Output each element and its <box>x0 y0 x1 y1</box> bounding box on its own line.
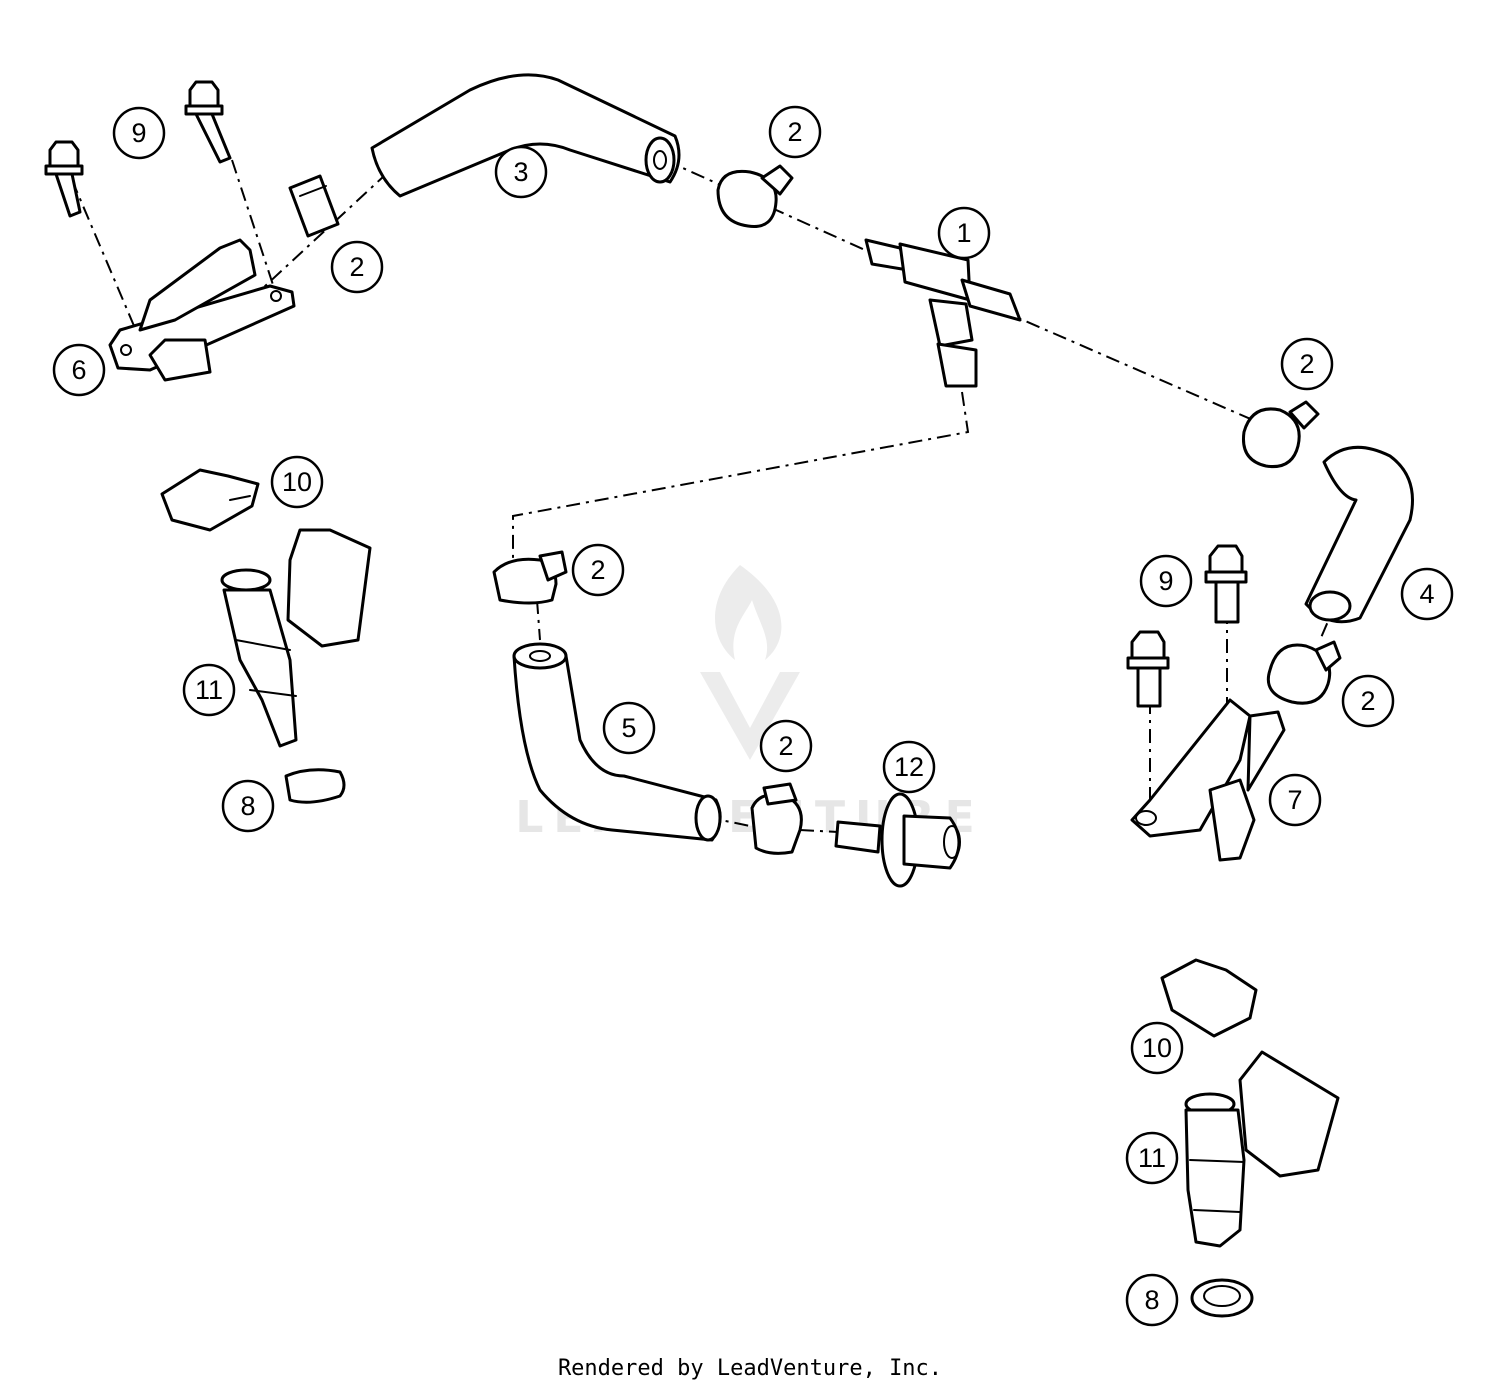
hose-4 <box>1304 445 1414 624</box>
callout-11-right: 11 <box>1125 1131 1179 1185</box>
callout-10-right: 10 <box>1130 1021 1184 1075</box>
callout-2-right: 2 <box>1280 337 1334 391</box>
clamp-2-bottom <box>750 782 803 855</box>
callout-2-left: 2 <box>330 240 384 294</box>
callout-7: 7 <box>1268 773 1322 827</box>
sensor-6 <box>108 238 296 382</box>
svg-text:4: 4 <box>1419 579 1434 609</box>
svg-text:2: 2 <box>778 731 793 761</box>
footer-credit: Rendered by LeadVenture, Inc. <box>557 1356 943 1381</box>
svg-text:2: 2 <box>1360 686 1375 716</box>
clip-10-right <box>1160 958 1258 1038</box>
callout-2-center: 2 <box>571 543 625 597</box>
svg-text:10: 10 <box>282 467 312 497</box>
svg-text:11: 11 <box>195 675 223 705</box>
seal-8-right <box>1190 1278 1254 1318</box>
assembly-lines <box>71 159 1351 833</box>
svg-text:1: 1 <box>956 218 971 248</box>
svg-text:2: 2 <box>1299 349 1314 379</box>
svg-text:12: 12 <box>894 752 924 782</box>
svg-text:3: 3 <box>513 157 528 187</box>
callout-9-right: 9 <box>1139 554 1193 608</box>
callout-2-bottom: 2 <box>759 719 813 773</box>
callout-8-left: 8 <box>221 779 275 833</box>
injector-11-left <box>220 528 372 748</box>
svg-text:2: 2 <box>787 117 802 147</box>
callout-5: 5 <box>602 701 656 755</box>
callout-4: 4 <box>1400 567 1454 621</box>
injector-11-right <box>1184 1050 1340 1248</box>
clamp-2-left <box>288 174 340 238</box>
clip-10-left <box>160 468 260 532</box>
callout-8-right: 8 <box>1125 1273 1179 1327</box>
callout-9-top-left: 9 <box>112 106 166 160</box>
callout-11-left: 11 <box>182 663 236 717</box>
svg-text:10: 10 <box>1142 1033 1172 1063</box>
svg-text:6: 6 <box>71 355 86 385</box>
svg-text:9: 9 <box>1158 566 1173 596</box>
t-connector-1 <box>864 238 1022 388</box>
callout-10-left: 10 <box>270 455 324 509</box>
sensor-7 <box>1130 698 1286 862</box>
svg-text:11: 11 <box>1138 1143 1166 1173</box>
bolt-9-right <box>1126 544 1248 708</box>
seal-8-left <box>284 768 346 804</box>
svg-text:5: 5 <box>621 713 636 743</box>
valve-12 <box>834 792 961 888</box>
svg-text:8: 8 <box>240 791 255 821</box>
hose-3 <box>370 73 681 198</box>
callout-3: 3 <box>494 145 548 199</box>
svg-text:8: 8 <box>1144 1285 1159 1315</box>
callout-1: 1 <box>937 206 991 260</box>
svg-text:9: 9 <box>131 118 146 148</box>
callout-6: 6 <box>52 343 106 397</box>
callout-2-top: 2 <box>768 105 822 159</box>
clamp-2-center <box>492 550 568 605</box>
clamp-2-right <box>1241 400 1320 469</box>
svg-text:2: 2 <box>349 252 364 282</box>
callout-12: 12 <box>882 740 936 794</box>
bolt-9-left <box>44 80 232 218</box>
clamp-2-top <box>716 164 794 228</box>
hose-5 <box>512 642 722 842</box>
callout-2-lower-right: 2 <box>1341 674 1395 728</box>
svg-text:2: 2 <box>590 555 605 585</box>
clamp-2-lower-right <box>1266 640 1342 705</box>
svg-text:7: 7 <box>1287 785 1302 815</box>
